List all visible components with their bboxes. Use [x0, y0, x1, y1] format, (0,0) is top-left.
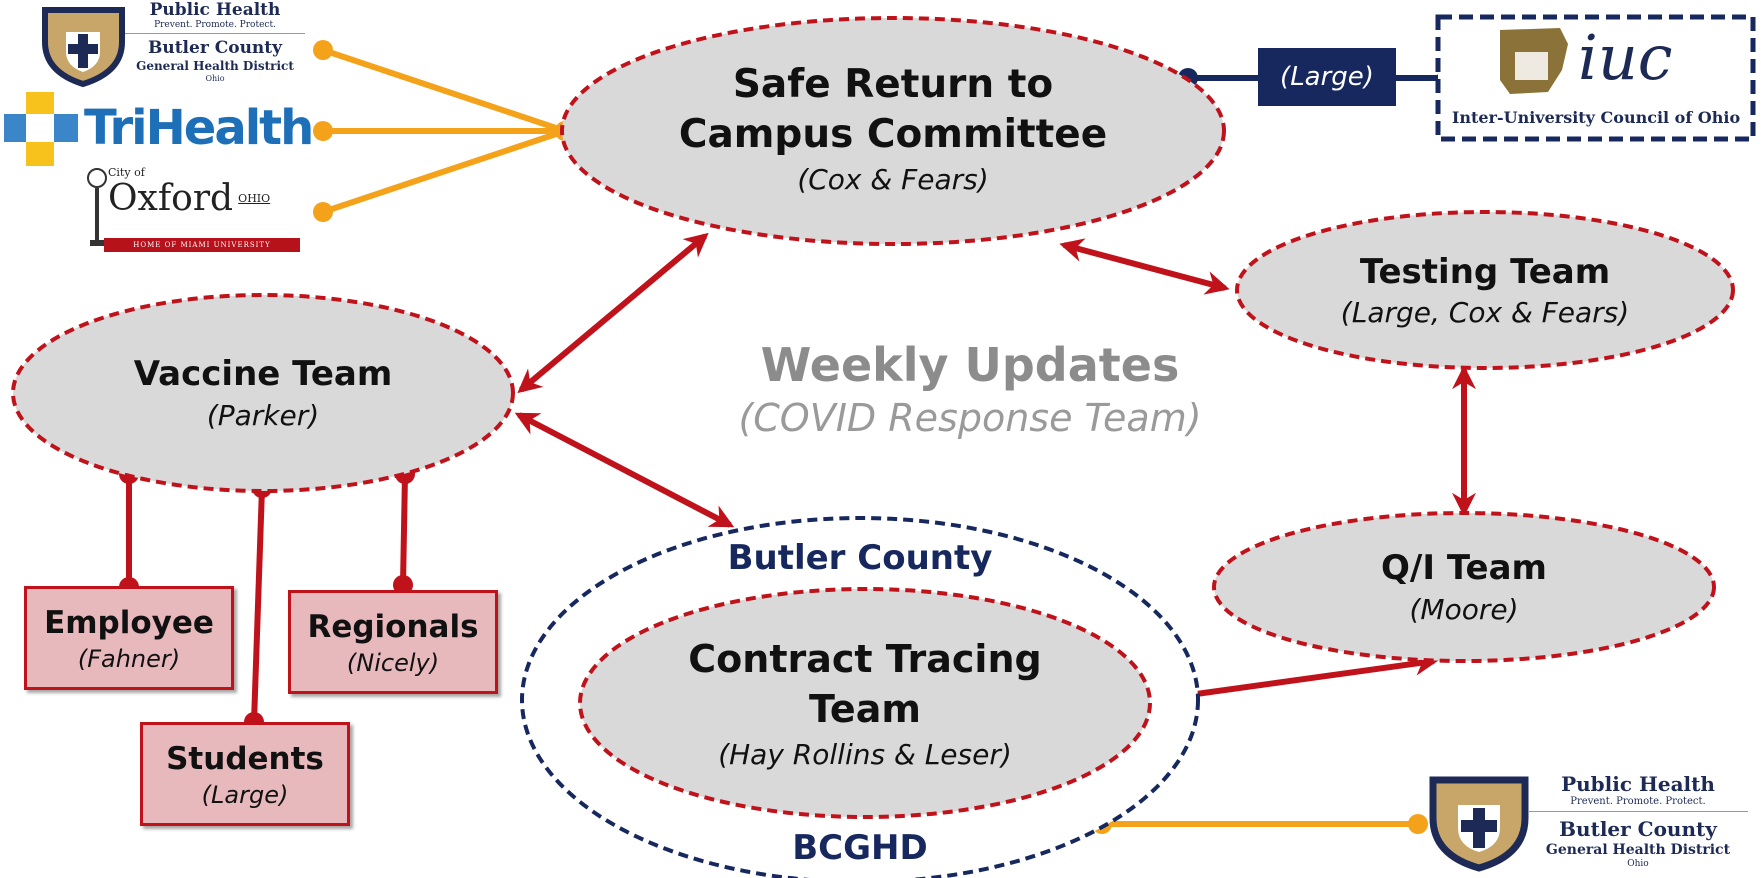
bcghd-bottom-line5: Ohio: [1627, 859, 1649, 869]
bcghd-label: BCGHD: [792, 828, 928, 868]
regionals-members: (Nicely): [346, 649, 440, 677]
students-box: Students (Large): [140, 722, 350, 826]
oxford-banner: [104, 238, 300, 252]
subteam-connectors: [126, 473, 408, 723]
iuc-ohio-mark: [1500, 28, 1568, 94]
qi-label: Q/I Team (Moore): [1264, 546, 1664, 630]
bcghd-top-line3: Butler County: [147, 38, 283, 58]
bcghd-connector: [1092, 814, 1428, 834]
oxford-clock-icon: [87, 168, 107, 246]
regionals-title: Regionals: [307, 609, 479, 645]
testing-members: (Large, Cox & Fears): [1340, 296, 1630, 329]
employee-box: Employee (Fahner): [24, 586, 234, 690]
contact-tracing-label: Contract Tracing Team (Hay Rollins & Les…: [600, 634, 1130, 776]
bcghd-bottom-line2: Prevent. Promote. Protect.: [1528, 796, 1748, 812]
bcghd-bottom-line4: General Health District: [1545, 842, 1731, 858]
center-subtitle: (COVID Response Team): [738, 396, 1202, 440]
bcghd-bottom-line3: Butler County: [1559, 817, 1717, 841]
employee-title: Employee: [44, 605, 214, 641]
contact-tracing-title-line1: Contract Tracing: [688, 637, 1042, 681]
oxford-small: City of: [108, 166, 145, 179]
bcghd-bottom-logo: Public Health Prevent. Promote. Protect.…: [1528, 772, 1748, 870]
contact-tracing-title-line2: Team: [809, 687, 921, 731]
regionals-box: Regionals (Nicely): [288, 590, 498, 694]
testing-label: Testing Team (Large, Cox & Fears): [1255, 250, 1715, 332]
partner-connectors: [313, 40, 575, 222]
oxford-tagline: HOME OF MIAMI UNIVERSITY: [133, 241, 271, 249]
iuc-link-label: (Large): [1280, 62, 1374, 92]
arrow-safe-return-testing: [1059, 238, 1230, 295]
qi-node: [1212, 511, 1716, 663]
contact-tracing-members: (Hay Rollins & Leser): [718, 738, 1012, 771]
employee-members: (Fahner): [77, 645, 181, 673]
oxford-name: Oxford: [108, 178, 234, 219]
safe-return-label: Safe Return to Campus Committee (Cox & F…: [640, 60, 1146, 200]
testing-node: [1235, 210, 1735, 370]
safe-return-title-line1: Safe Return to: [732, 62, 1054, 107]
arrow-vaccine-safe-return: [517, 232, 709, 394]
trihealth-logo: TriHealth: [84, 100, 314, 156]
team-arrows: [514, 232, 1476, 710]
vaccine-label: Vaccine Team (Parker): [63, 352, 463, 436]
arrow-tracing-qi: [1148, 651, 1439, 710]
qi-title: Q/I Team: [1381, 548, 1547, 588]
bcghd-top-line4: General Health District: [136, 59, 294, 73]
vaccine-title: Vaccine Team: [133, 354, 393, 394]
iuc-mark: iuc: [1578, 21, 1673, 94]
bcghd-top-line5: Ohio: [205, 74, 225, 83]
bcghd-top-line1: Public Health: [149, 0, 281, 20]
trihealth-mark: [4, 92, 78, 166]
bcghd-top-seal: [42, 7, 125, 88]
vaccine-members: (Parker): [206, 399, 320, 432]
safe-return-title-line2: Campus Committee: [678, 112, 1108, 157]
students-members: (Large): [201, 781, 289, 809]
butler-county-label: Butler County: [727, 538, 993, 578]
center-label: Weekly Updates (COVID Response Team): [700, 338, 1240, 442]
safe-return-members: (Cox & Fears): [797, 163, 989, 196]
qi-members: (Moore): [1409, 593, 1519, 626]
bcghd-top-line2: Prevent. Promote. Protect.: [125, 20, 305, 34]
oxford-logo: City of Oxford OHIO: [108, 166, 308, 219]
iuc-frame: [1435, 14, 1756, 142]
safe-return-node: [560, 16, 1226, 246]
vaccine-node: [11, 293, 515, 493]
bcghd-top-logo: Public Health Prevent. Promote. Protect.…: [125, 0, 305, 84]
testing-title: Testing Team: [1359, 252, 1611, 292]
center-title: Weekly Updates: [760, 338, 1180, 392]
arrow-vaccine-tracing: [514, 412, 735, 528]
bcghd-bottom-seal: [1429, 776, 1529, 872]
oxford-state: OHIO: [238, 192, 271, 205]
contact-tracing-node: [578, 587, 1152, 819]
students-title: Students: [166, 741, 324, 777]
bcghd-bottom-line1: Public Health: [1561, 772, 1715, 796]
iuc-name: Inter-University Council of Ohio: [1451, 108, 1741, 127]
